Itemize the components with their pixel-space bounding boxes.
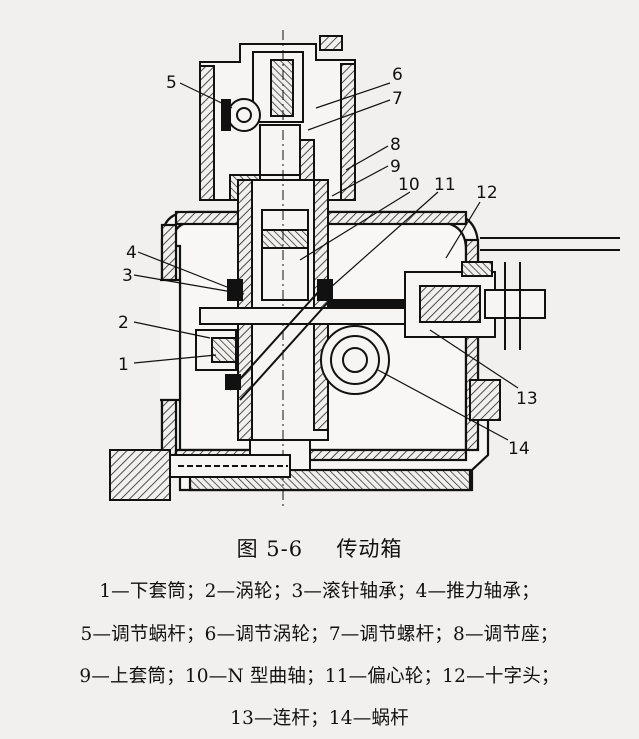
figure-number: 图 5-6 <box>236 537 304 561</box>
callout-13: 13 <box>516 389 538 409</box>
callout-10: 10 <box>398 175 420 195</box>
figure-title: 传动箱 <box>336 537 403 561</box>
legend-line-3: 9—上套筒；10—N 型曲轴；11—偏心轮；12—十字头； <box>79 666 560 687</box>
callout-6: 6 <box>392 65 403 85</box>
callout-9: 9 <box>390 157 401 177</box>
callout-7: 7 <box>392 89 403 109</box>
figure-caption: 图 5-6 传动箱 <box>0 533 639 563</box>
callout-labels: 1 2 3 4 5 6 7 8 9 10 11 12 13 14 <box>118 65 538 459</box>
callout-1: 1 <box>118 355 129 375</box>
callout-leaders <box>133 82 519 441</box>
bottom-bearing-block <box>109 449 291 501</box>
upper-housing <box>199 35 356 201</box>
crank-and-connecting-rod <box>199 237 620 421</box>
callout-8: 8 <box>390 135 401 155</box>
callout-5: 5 <box>166 73 177 93</box>
callout-3: 3 <box>122 266 133 286</box>
callout-12: 12 <box>476 183 498 203</box>
worm-and-worm-wheel <box>195 325 390 395</box>
legend-line-2: 5—调节蜗杆；6—调节涡轮；7—调节螺杆；8—调节座； <box>80 624 559 645</box>
legend-line-4: 13—连杆；14—蜗杆 <box>230 708 409 729</box>
transmission-box-drawing: 1 2 3 4 5 6 7 8 9 10 11 12 13 14 <box>109 30 620 510</box>
legend-line-1: 1—下套筒；2—涡轮；3—滚针轴承；4—推力轴承； <box>99 581 540 602</box>
callout-4: 4 <box>126 243 137 263</box>
callout-14: 14 <box>508 439 530 459</box>
callout-11: 11 <box>434 175 456 195</box>
callout-2: 2 <box>118 313 129 333</box>
